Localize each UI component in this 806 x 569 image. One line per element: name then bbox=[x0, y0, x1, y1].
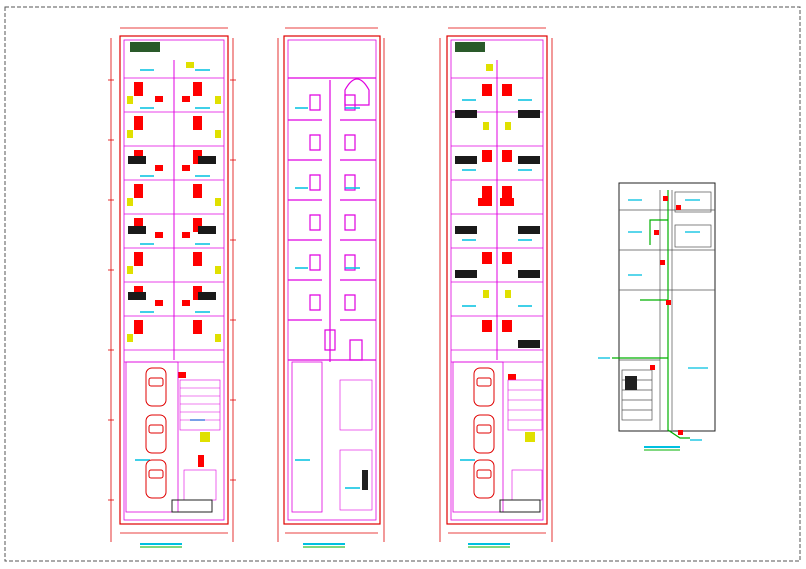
car-icon bbox=[145, 367, 167, 499]
dimension-lines bbox=[108, 27, 236, 542]
furniture-beds bbox=[134, 82, 204, 467]
car-icon bbox=[473, 367, 495, 499]
wall-layout-plan bbox=[277, 27, 385, 548]
room-labels bbox=[295, 107, 360, 489]
outer-wall bbox=[119, 35, 229, 525]
sheet-border bbox=[4, 6, 801, 562]
sanitary-fixtures bbox=[127, 62, 221, 442]
garage bbox=[125, 361, 179, 513]
furnished-plan-a bbox=[108, 27, 236, 548]
interior-walls bbox=[288, 77, 376, 362]
water-pipes bbox=[612, 190, 690, 439]
room-grid bbox=[124, 77, 224, 363]
furnished-plan-b bbox=[439, 27, 553, 548]
garage bbox=[291, 361, 323, 513]
plumbing-plan bbox=[598, 182, 716, 451]
sofas-and-plants bbox=[128, 42, 216, 300]
